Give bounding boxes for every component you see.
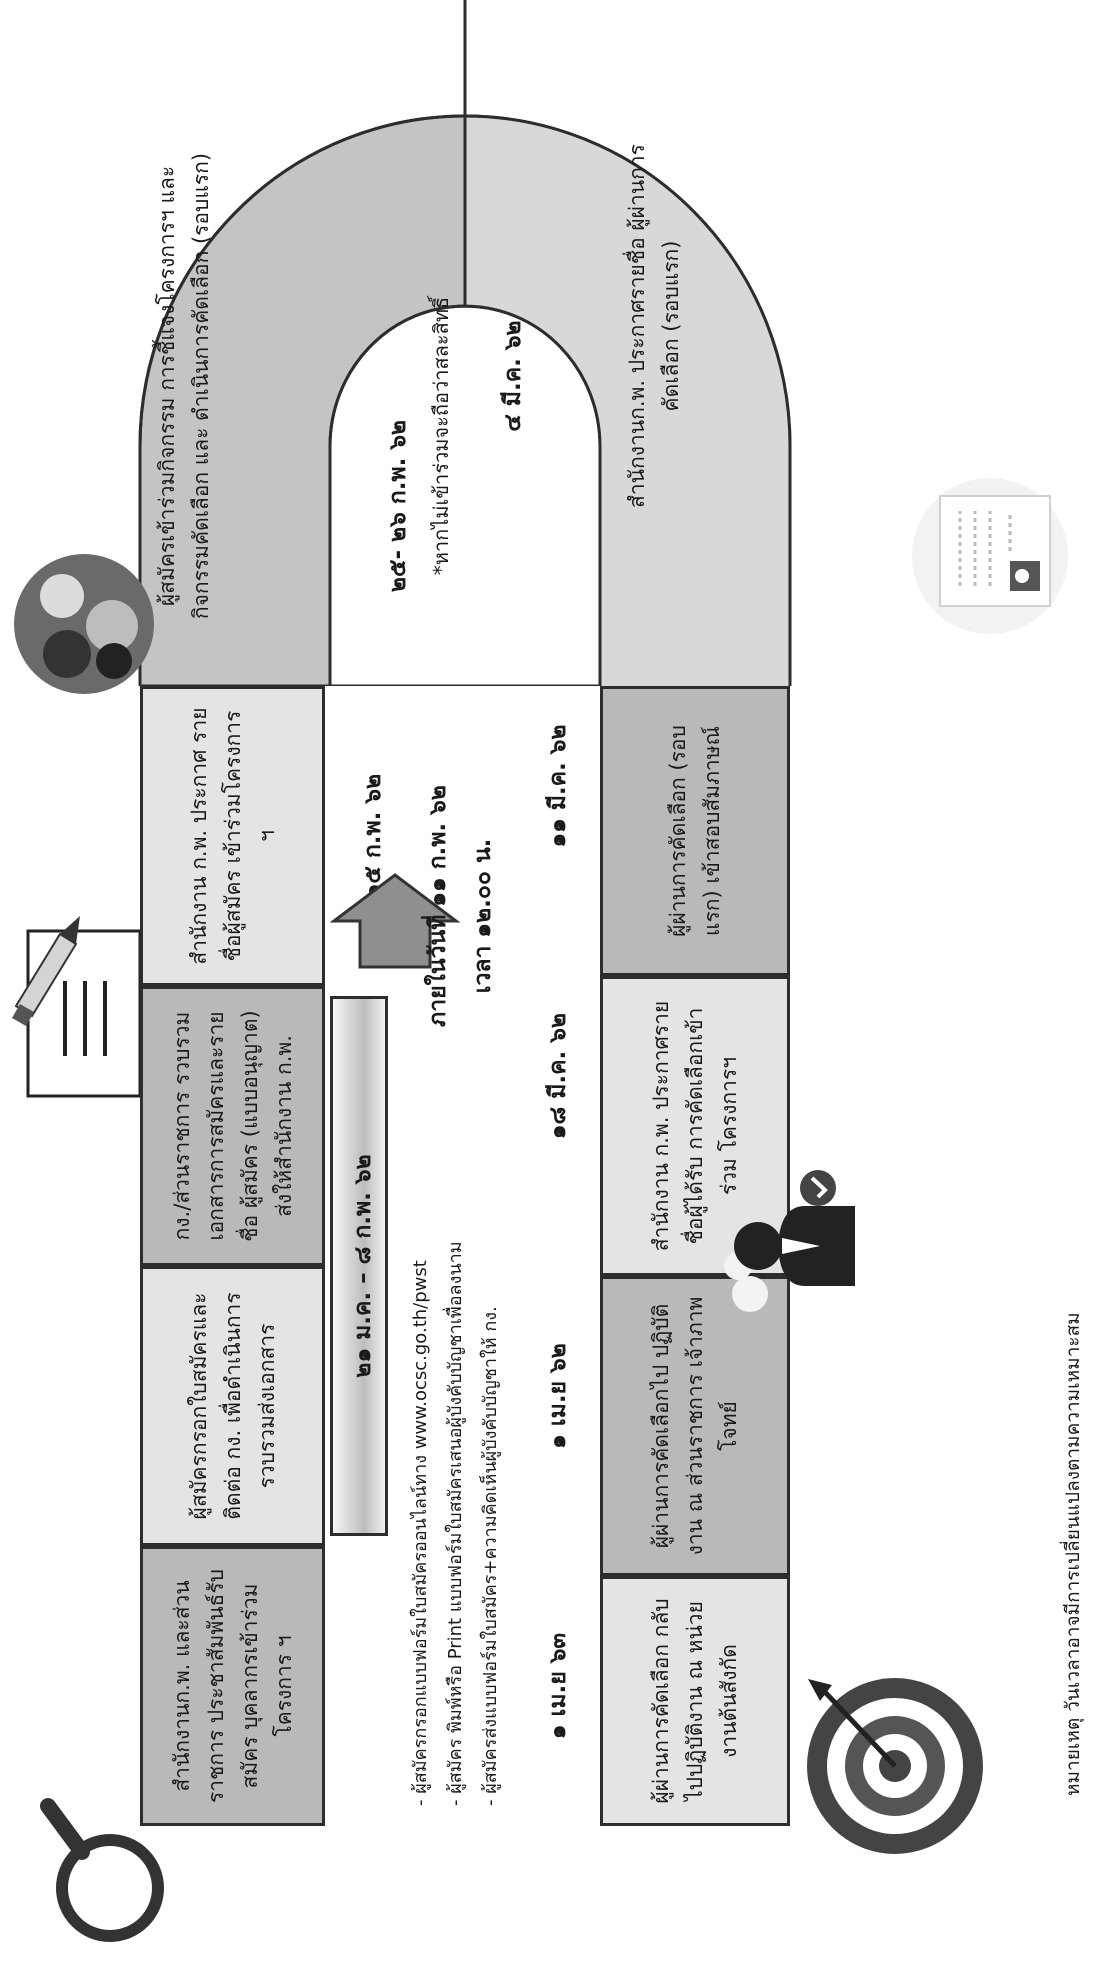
step-return: ผู้ผ่านการคัดเลือก กลับไปปฏิบัติงาน ณ หน…	[600, 1576, 790, 1826]
step-text: ผู้สมัครกรอกใบสมัครและ ติดต่อ กง. เพื่อด…	[186, 1292, 279, 1520]
deadline-line2: เวลา ๑๒.๐๐ น.	[470, 838, 496, 994]
step-text: ผู้ผ่านการคัดเลือก กลับไปปฏิบัติงาน ณ หน…	[649, 1598, 741, 1804]
step-fill-application: ผู้สมัครกรอกใบสมัครและ ติดต่อ กง. เพื่อด…	[140, 1266, 325, 1546]
date-final-announce: ๑๘ มี.ค. ๖๒	[545, 1012, 571, 1140]
deadline-line1: ภายในวันที่ ๑๑ ก.พ. ๖๒	[425, 785, 451, 1027]
profile-document-icon	[912, 478, 1068, 634]
step-announce-applicants: สำนักงาน ก.พ. ประกาศ รายชื่อผู้สมัคร เข้…	[140, 686, 325, 986]
document-pencil-icon	[12, 916, 142, 1098]
step-text: ผู้ผ่านการคัดเลือกไป ปฏิบัติงาน ณ ส่วนรา…	[649, 1296, 741, 1556]
date-activity: ๒๕- ๒๖ ก.พ. ๖๒	[385, 419, 411, 593]
arrow-right-icon	[330, 873, 460, 969]
step-text: สำนักงานก.พ. และส่วนราชการ ประชาสัมพันธ์…	[169, 1569, 296, 1804]
step-announce-recruitment: สำนักงานก.พ. และส่วนราชการ ประชาสัมพันธ์…	[140, 1546, 325, 1826]
target-icon	[807, 1678, 983, 1854]
date-interview: ๑๑ มี.ค. ๖๒	[545, 724, 571, 848]
step-start-work: ผู้ผ่านการคัดเลือกไป ปฏิบัติงาน ณ ส่วนรา…	[600, 1276, 790, 1576]
step-collect-documents: กง./ส่วนราชการ รวบรวม เอกสารการสมัครและร…	[140, 986, 325, 1266]
timeline-curve	[138, 0, 792, 686]
date-start-work: ๑ เม.ย ๖๒	[545, 1343, 571, 1449]
curve-bottom-text: สำนักงานก.พ. ประกาศรายชื่อ ผู้ผ่านการคัด…	[625, 144, 683, 508]
date-first-round: ๔ มี.ค. ๖๒	[500, 320, 526, 432]
note-line: - ผู้สมัคร พิมพ์หรือ Print แบบฟอร์มใบสมั…	[445, 1241, 466, 1806]
step-text: ผู้ผ่านการคัดเลือก (รอบแรก) เข้าสอบสัมภา…	[666, 725, 724, 937]
step-interview: ผู้ผ่านการคัดเลือก (รอบแรก) เข้าสอบสัมภา…	[600, 686, 790, 976]
date-return: ๑ เม.ย ๖๓	[545, 1632, 571, 1740]
date-range: ๒๑ ม.ค. – ๘ ก.พ. ๖๒	[350, 1154, 376, 1378]
magnifier-icon	[40, 1798, 164, 1942]
note-line: - ผู้สมัครส่งแบบฟอร์มใบสมัคร+ความคิดเห็น…	[480, 1306, 501, 1806]
curve-top-text: ผู้สมัครเข้าร่วมกิจกรรม การชี้แจงโครงการ…	[155, 152, 213, 620]
note-line: - ผู้สมัครกรอกแบบฟอร์มใบสมัครออนไลน์ทาง …	[410, 1260, 431, 1806]
businessman-icon	[724, 1170, 855, 1312]
footer-note: หมายเหตุ วันเวลาอาจมีการเปลี่ยนแปลงตามคว…	[1062, 1312, 1084, 1796]
people-icon	[14, 554, 154, 694]
step-text: สำนักงาน ก.พ. ประกาศ รายชื่อผู้สมัคร เข้…	[186, 707, 279, 965]
activity-note: *หากไม่เข้าร่วมจะถือว่าสละสิทธิ์	[429, 296, 453, 576]
step-text: กง./ส่วนราชการ รวบรวม เอกสารการสมัครและร…	[169, 1010, 296, 1242]
